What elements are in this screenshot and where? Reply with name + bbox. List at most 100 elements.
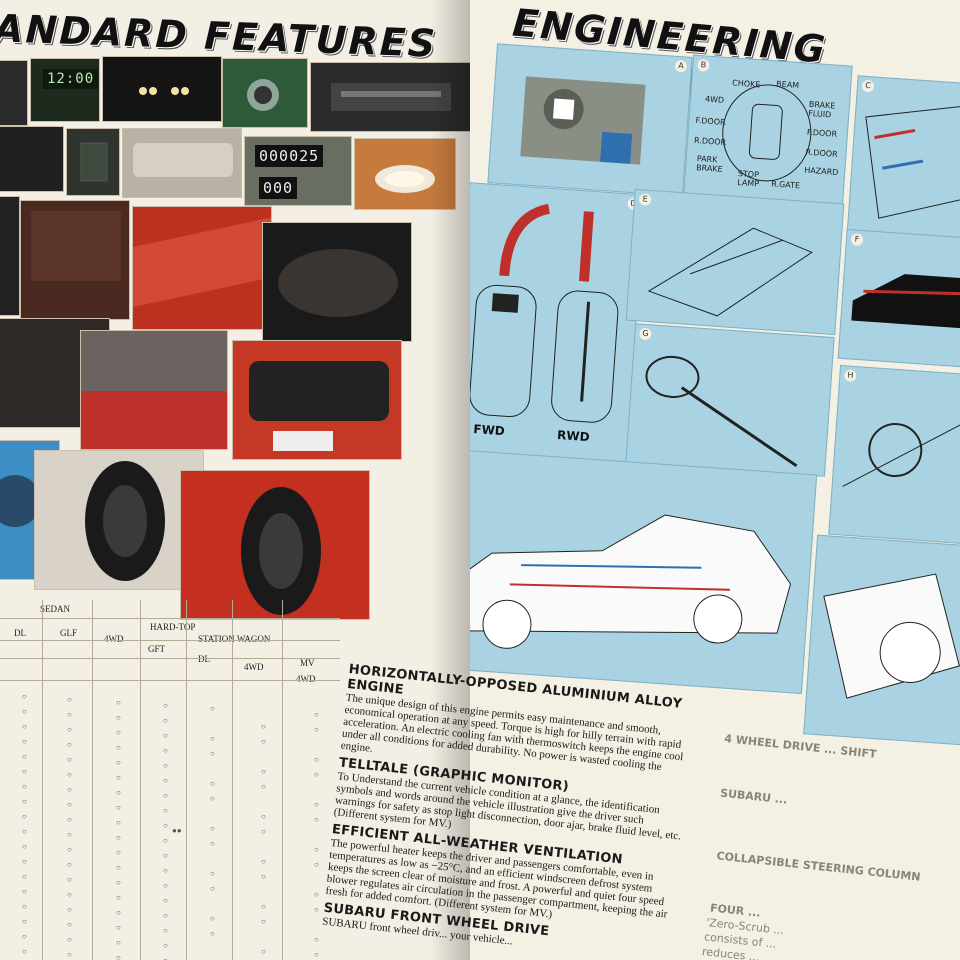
table-group-hardtop: HARD-TOP	[150, 622, 196, 632]
photo-radio	[310, 62, 475, 132]
table-mark: ○	[210, 929, 215, 938]
table-mark: ○	[261, 827, 266, 836]
table-mark: ○	[67, 830, 72, 839]
table-mark: ○	[163, 776, 168, 785]
table-mark: ○	[261, 947, 266, 956]
table-mark: ○	[116, 773, 121, 782]
table-mark: ○	[22, 752, 27, 761]
table-mark: ○	[116, 938, 121, 947]
photo-mudflap	[80, 330, 228, 450]
rwd-label: RWD	[556, 427, 591, 445]
table-mark: ○	[261, 857, 266, 866]
table-mark: ○	[163, 836, 168, 845]
table-mark: ○	[163, 941, 168, 950]
monitor-car-icon	[722, 84, 812, 182]
mudflap-svg	[81, 391, 227, 449]
table-mark: ○	[22, 842, 27, 851]
table-mark: ○	[67, 860, 72, 869]
table-mark: ○	[67, 770, 72, 779]
table-mark: ○	[116, 848, 121, 857]
table-mark: ○	[163, 881, 168, 890]
photo-dome-light	[354, 138, 456, 210]
table-mark: ○	[67, 875, 72, 884]
table-mark: ○	[22, 947, 27, 956]
table-mark: ○	[163, 851, 168, 860]
table-mark: ○	[67, 740, 72, 749]
table-mark: ○	[163, 911, 168, 920]
table-mark: ○	[210, 839, 215, 848]
trim-svg	[31, 211, 121, 281]
panel-ventilation: C	[846, 75, 960, 245]
steering-svg	[645, 355, 798, 468]
panel-front-suspension: E	[625, 188, 845, 336]
table-mark: ○	[163, 896, 168, 905]
table-mark: ○	[116, 953, 121, 960]
table-mark: ○	[22, 827, 27, 836]
table-mark: ○	[163, 806, 168, 815]
table-mark: ○	[261, 872, 266, 881]
table-sub-wagon-dl: DL	[198, 654, 210, 664]
table-mark: ○	[116, 833, 121, 842]
table-mark: ○	[163, 716, 168, 725]
table-mark: ○	[210, 869, 215, 878]
photo-instrument-gauge	[0, 60, 28, 126]
panel-steering: G	[625, 323, 835, 477]
panel-drive-comparison: D FWD RWD	[470, 182, 646, 464]
table-mark: ○	[163, 731, 168, 740]
table-mark: ○	[67, 950, 72, 959]
table-mark: ○	[163, 761, 168, 770]
table-mark: ○	[116, 758, 121, 767]
radio-svg	[331, 83, 451, 111]
photo-trunk-interior	[262, 222, 412, 342]
engine-svg	[520, 76, 646, 165]
table-mark: ○	[22, 932, 27, 941]
panel-engine: A	[487, 43, 693, 197]
spec-table: SEDAN HARD-TOP STATION WAGON DL GLF 4WD …	[0, 600, 340, 960]
table-mark: ○	[261, 767, 266, 776]
rear-svg	[823, 573, 960, 699]
photo-cigarette-lighter	[222, 58, 308, 128]
table-mark: ○	[163, 791, 168, 800]
table-mark: ○	[22, 797, 27, 806]
photo-open-trunk	[232, 340, 402, 460]
table-mark: ○	[67, 890, 72, 899]
table-mark: ○	[261, 917, 266, 926]
table-mark: ○	[163, 956, 168, 960]
photo-dash-lights	[102, 56, 222, 122]
table-mark: ○	[163, 701, 168, 710]
photo-red-body	[132, 206, 272, 330]
table-mark: ○	[314, 905, 319, 914]
table-group-sedan: SEDAN	[40, 604, 71, 614]
car-cutaway-svg	[470, 514, 792, 649]
table-mark: ○	[210, 779, 215, 788]
table-mark: ○	[261, 782, 266, 791]
trip-meter-readout: 000	[259, 177, 298, 199]
table-mark: ○	[116, 788, 121, 797]
table-mark: ○	[22, 707, 27, 716]
odometer-readout: 000025	[255, 145, 324, 167]
right-page: ENGINEERING FEATURES A B CHOKE BEAM 4WD …	[470, 0, 960, 960]
photo-digital-clock: 12:00	[30, 58, 100, 122]
table-mark: ○	[22, 782, 27, 791]
table-mark: ○	[314, 755, 319, 764]
table-mark: ○	[314, 935, 319, 944]
table-mark: ○	[67, 935, 72, 944]
table-mark: ○	[67, 920, 72, 929]
photo-odometer: 000025 000	[244, 136, 352, 206]
table-mark: ○	[116, 698, 121, 707]
trunk-interior-svg	[278, 249, 398, 317]
fwd-label: FWD	[472, 422, 506, 439]
table-mark: ○	[314, 860, 319, 869]
table-mark: ○	[163, 821, 168, 830]
table-mark: ○	[67, 725, 72, 734]
table-mark: ○	[116, 713, 121, 722]
table-special-mark: ●●	[172, 826, 182, 835]
table-mark: ○	[22, 737, 27, 746]
photo-speaker-grille	[66, 128, 120, 196]
left-page: ANDARD FEATURES 12:00 000025 000	[0, 0, 500, 960]
table-mark: ○	[210, 824, 215, 833]
photo-console-switches	[0, 126, 64, 192]
table-sub-glf: GLF	[60, 628, 78, 638]
table-mark: ○	[116, 803, 121, 812]
table-mark: ○	[22, 812, 27, 821]
